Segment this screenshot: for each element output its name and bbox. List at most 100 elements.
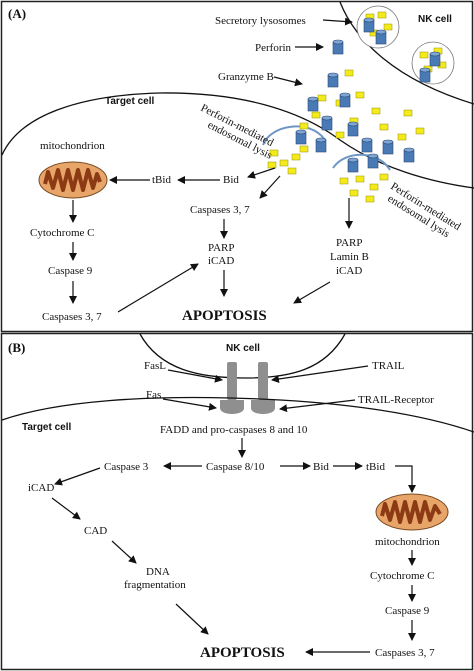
arrow-fasl — [167, 369, 223, 383]
apoptosis-label-b: APOPTOSIS — [200, 645, 285, 661]
granzyme-granule — [377, 11, 387, 19]
perforin-molecule — [347, 121, 359, 137]
dna-fragmentation-label: DNA fragmentation — [124, 566, 186, 591]
granzyme-granule — [397, 133, 407, 141]
arrow-trail-receptor — [279, 399, 356, 413]
granzyme-granule — [379, 123, 389, 131]
perforin-molecule — [375, 29, 387, 45]
cytochrome-c-label-a: Cytochrome C — [30, 227, 94, 239]
granzyme-granule — [383, 23, 393, 31]
lysis-label-2: Perforin-mediated endosomal lysis — [382, 180, 465, 244]
granzyme-granule — [355, 175, 365, 183]
endosome-2 — [332, 153, 391, 171]
perforin-molecule — [339, 92, 351, 108]
fas-label: Fas — [146, 389, 161, 401]
caspases-37-left-label-a: Caspases 3, 7 — [42, 311, 102, 323]
granzyme-granule — [344, 69, 354, 77]
arrow-trail — [271, 365, 369, 383]
arrow-icad-cad — [51, 497, 81, 520]
perforin-molecule — [419, 67, 431, 83]
panel-a-label: (A) — [8, 6, 26, 21]
cytochrome-c-label-b: Cytochrome C — [370, 570, 434, 582]
perforin-molecule — [382, 139, 394, 155]
fasl-fas-complex — [220, 362, 244, 414]
perforin-molecule — [367, 153, 379, 169]
granzyme-granule — [415, 127, 425, 135]
bid-label-a: Bid — [223, 174, 239, 186]
granzyme-granule — [365, 195, 375, 203]
endosome-1 — [262, 125, 326, 146]
perforin-label: Perforin — [255, 42, 292, 54]
mitochondrion-label-a: mitochondrion — [40, 140, 105, 152]
arrow-granzyme — [273, 76, 303, 87]
trail-label: TRAIL — [372, 360, 405, 372]
granzyme-granule — [291, 153, 301, 161]
parp-lamin-icad-label: PARP Lamin B iCAD — [330, 237, 372, 277]
granzyme-granule — [379, 173, 389, 181]
panel-a-frame — [0, 0, 474, 333]
perforin-molecule — [403, 147, 415, 163]
granzyme-granule — [299, 122, 309, 130]
arrow-lysosomes — [322, 17, 353, 26]
arrow-dna-apoptosis — [175, 603, 209, 635]
arrow-casp37-parp — [117, 263, 199, 313]
granzyme-granule — [335, 131, 345, 139]
granzyme-granule — [403, 109, 413, 117]
granzyme-granule — [419, 51, 429, 59]
secretory-lysosomes-label: Secretory lysosomes — [215, 15, 306, 27]
arrow-granzyme-bid — [247, 167, 276, 179]
granzyme-granule — [369, 183, 379, 191]
caspase-9-label-b: Caspase 9 — [385, 605, 430, 617]
mitochondrion-a — [38, 161, 108, 199]
trail-receptor-label: TRAIL-Receptor — [358, 394, 434, 406]
granzyme-granule — [299, 145, 309, 153]
perforin-molecule — [347, 157, 359, 173]
panel-b-frame — [0, 332, 474, 671]
granzyme-granule — [311, 111, 321, 119]
arrow-casp3-icad — [54, 467, 101, 486]
target-cell-membrane-a — [1, 92, 474, 189]
granzyme-granule — [287, 167, 297, 175]
nk-cell-label-a: NK cell — [418, 14, 452, 25]
caspases-37-mid-label-a: Caspases 3, 7 — [190, 204, 250, 216]
mitochondrion-b — [375, 493, 449, 531]
fadd-label: FADD and pro-caspases 8 and 10 — [160, 424, 308, 436]
granzyme-b-label: Granzyme B — [218, 71, 274, 83]
lysis-label-1: Perforin-mediated endosomal lysis — [193, 102, 279, 162]
mitochondrion-label-b: mitochondrion — [375, 536, 440, 548]
arrow-granzyme-casp — [259, 175, 281, 199]
nk-cell-label-b: NK cell — [226, 343, 260, 354]
granzyme-granule — [279, 159, 289, 167]
granzyme-granule — [355, 91, 365, 99]
parp-icad-label-a: PARP iCAD — [208, 242, 237, 267]
cad-label: CAD — [84, 525, 107, 537]
granzyme-granule — [269, 149, 279, 157]
arrow-tbid-mito-b — [395, 465, 416, 493]
perforin-molecule — [321, 115, 333, 131]
tbid-label-a: tBid — [152, 174, 171, 186]
perforin-molecule — [332, 39, 344, 55]
caspase-9-label-a: Caspase 9 — [48, 265, 93, 277]
target-cell-membrane-b — [1, 396, 474, 433]
caspase-810-label: Caspase 8/10 — [206, 461, 265, 473]
perforin-molecule — [361, 137, 373, 153]
fasl-label: FasL — [144, 360, 166, 372]
apoptosis-label-a: APOPTOSIS — [182, 308, 267, 324]
caspases-37-label-b: Caspases 3, 7 — [375, 647, 435, 659]
granzyme-granule — [317, 94, 327, 102]
tbid-label-b: tBid — [366, 461, 385, 473]
target-cell-label-b: Target cell — [22, 422, 71, 433]
trail-receptor-complex — [251, 362, 275, 414]
perforin-molecule — [295, 129, 307, 145]
granzyme-granule — [339, 177, 349, 185]
arrow-cad-dna — [111, 540, 137, 564]
granzyme-granule — [371, 107, 381, 115]
nk-cell-membrane-a — [339, 1, 474, 105]
panel-b-label: (B) — [8, 340, 25, 355]
target-cell-label-a: Target cell — [105, 96, 154, 107]
granzyme-granule — [267, 161, 277, 169]
arrow-fas — [162, 398, 217, 411]
nk-cell-membrane-b — [139, 333, 346, 379]
caspase-3-label-b: Caspase 3 — [104, 461, 149, 473]
